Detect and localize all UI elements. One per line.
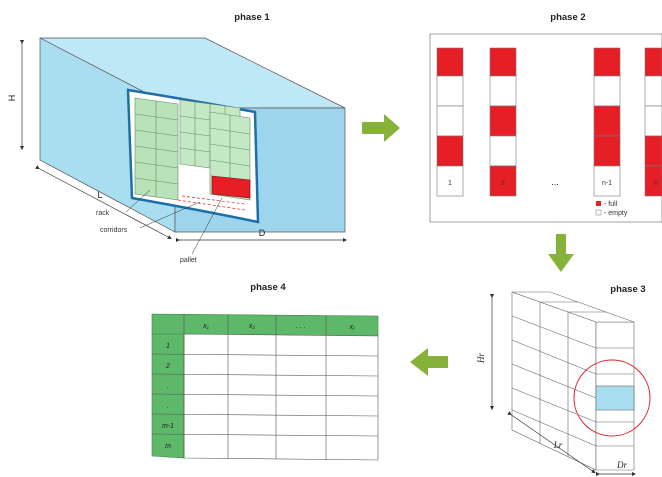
phase2-frame <box>429 33 662 223</box>
phase3-title: phase 3 <box>610 284 645 295</box>
table-row-header-band <box>151 333 185 459</box>
dim-hr-label: Hr <box>476 353 486 364</box>
arrow-down-icon <box>548 234 574 272</box>
phase3-panel: phase 3 <box>476 284 651 477</box>
dim-hr: Hr <box>476 293 495 411</box>
col-header-x2: x₂ <box>248 323 256 330</box>
rack-label-ellipsis: ... <box>551 177 559 187</box>
dim-h: H <box>7 39 25 151</box>
phase2-legend: - full - empty <box>595 201 628 217</box>
phase2-title: phase 2 <box>550 12 585 23</box>
dim-l-label: L <box>97 190 102 200</box>
arrow-right-icon <box>362 114 400 142</box>
row-header-1: 1 <box>166 343 170 350</box>
table-body <box>183 333 379 461</box>
legend-full-label: - full <box>604 201 618 208</box>
table-header-band <box>151 313 379 337</box>
callout-corridors: corridors <box>100 227 128 234</box>
phase2-panel: phase 2 <box>429 12 662 223</box>
dim-h-label: H <box>7 95 17 102</box>
highlighted-slot <box>595 385 635 411</box>
rack-label-1: 1 <box>448 180 452 187</box>
rack-3d <box>511 291 635 471</box>
dim-d-label: D <box>259 228 266 238</box>
callouts <box>125 189 223 255</box>
row-header-m: m <box>165 443 171 450</box>
rack-col-n-1 <box>593 47 621 197</box>
rack-col-n <box>644 47 662 197</box>
pallet-full <box>211 175 251 199</box>
row-header-dot-2: . <box>167 403 169 410</box>
arrow-left-icon <box>410 348 448 376</box>
phase4-title: phase 4 <box>250 282 286 293</box>
rack-col-2 <box>489 47 517 197</box>
legend-empty-label: - empty <box>604 210 628 217</box>
rack-front <box>134 97 179 201</box>
rack-label-n-1: n-1 <box>602 180 612 187</box>
phase4-panel: phase 4 x₁ <box>151 282 379 461</box>
highlight-circle <box>573 359 651 437</box>
phase1-title: phase 1 <box>234 12 270 23</box>
corridor-lines <box>177 195 246 211</box>
legend-empty-swatch <box>595 209 602 216</box>
row-header-m-1: m-1 <box>162 423 174 430</box>
col-header-xj: xⱼ <box>349 324 356 331</box>
legend-full-swatch <box>596 201 601 206</box>
dim-lr: Lr <box>507 411 596 474</box>
dim-lr-label: Lr <box>553 440 563 450</box>
row-header-2: 2 <box>165 363 170 370</box>
rack-label-2: 2 <box>501 180 505 187</box>
result-table: x₁ x₂ . . . xⱼ 1 2 . . m-1 m <box>151 313 379 461</box>
phase1-panel: phase 1 <box>7 12 348 264</box>
dim-l: L <box>35 165 172 239</box>
col-header-ellipsis: . . . <box>296 323 306 330</box>
rack-col-1 <box>436 47 464 197</box>
dim-d: D <box>175 228 348 243</box>
col-header-x1: x₁ <box>202 323 210 330</box>
dim-dr-label: Dr <box>616 460 627 470</box>
row-header-dot-1: . <box>167 383 169 390</box>
dim-dr: Dr <box>595 460 637 477</box>
callout-rack: rack <box>96 210 110 217</box>
callout-pallet: pallet <box>180 257 197 264</box>
rack-label-n: n <box>654 180 658 187</box>
